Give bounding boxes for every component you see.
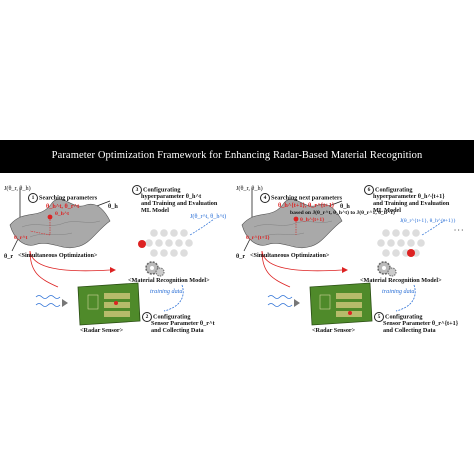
panel-graphics-right [241,188,447,326]
radar-wave [35,295,61,299]
step3-line4: ML Model [141,207,170,214]
step2-line3: and Collecting Data [151,327,204,334]
radar-sensor-label: <Radar Sensor> [312,327,356,334]
theta-h-point-label: θ_h^t [55,211,69,217]
radar-wave [267,303,293,307]
radar-wave [267,295,293,299]
step3-line3: and Training and Evaluation [141,200,218,207]
step3-text: Configurating [143,186,181,194]
flow-arrow [29,250,111,272]
current-point [47,214,53,220]
gear-icon [145,261,165,277]
training-data-label: training data [150,288,183,295]
training-data-arrow [395,284,416,312]
step6-text: Configurating [375,186,413,194]
diagram-title: Parameter Optimization Framework for Enh… [51,150,423,161]
panel-graphics-left [9,188,215,326]
step3-number: 3 [132,185,142,195]
step4-number: 4 [260,193,270,203]
step5-line3: and Collecting Data [383,327,436,334]
step6-line4: ML Model [373,207,402,214]
h-axis-label: θ_h [340,203,350,210]
r-axis-label: θ_r [236,253,246,260]
material-model-label: <Material Recognition Model> [128,277,210,284]
step4-basis: based on J(θ_r^t, θ_h^t) to J(θ_r^1, θ_h… [290,210,395,216]
arrowhead [110,267,116,273]
h-axis-label: θ_h [108,203,118,210]
training-data-arrow [163,284,184,312]
step6-line2: hyperparameter θ_h^{t+1} [373,193,445,200]
gear-icon [377,261,397,277]
step5-text: Configurating [385,313,423,321]
step3-line2: hyperparameter θ_h^t [141,193,202,200]
step1-params: θ_h^t, θ_r^t [46,203,80,210]
step5-line2: Sensor Parameter θ_r^{t+1} [383,320,459,327]
sim-opt-label: <Simultaneous Optimization> [250,252,330,259]
surface-contour [29,232,73,238]
step5-number: 5 [374,312,384,322]
title-banner: Parameter Optimization Framework for Enh… [0,140,474,173]
surface-contour [261,232,305,238]
eval-arrow [421,218,447,236]
ml-model-network [377,229,425,257]
j-axis-label: J(θ_r, θ_h) [4,185,31,192]
step4-text: Searching next parameters [271,194,343,202]
j-value: J(θ_r^t, θ_h^t) [190,213,227,220]
radar-wave [35,303,61,307]
arrowhead [342,267,348,273]
material-model-label: <Material Recognition Model> [360,277,442,284]
step4-params: θ_h^{t+1}, θ_r^{t+1} [278,202,335,209]
theta-r-point-label: θ_r^{t+1} [246,235,270,241]
step2-number: 2 [142,312,152,322]
step2-line2: Sensor Parameter θ_r^t [151,320,215,327]
next-point [293,216,299,222]
training-data-label: training data [382,288,415,295]
point-dash [29,230,51,236]
radar-pcb [309,282,373,326]
surface-contour [21,220,101,228]
radar-cone [62,299,68,307]
theta-r-point-label: θ_r^t [14,235,28,241]
step1-text: Searching parameters [39,194,98,202]
step1-number: 1 [28,193,38,203]
flow-arrow [261,250,291,288]
radar-pcb [77,282,141,326]
flow-arrow [261,250,343,272]
step6-line3: and Training and Evaluation [373,200,450,207]
ml-model-network [138,229,193,257]
flow-arrow [29,250,59,288]
j-axis-label: J(θ_r, θ_h) [236,185,263,192]
sim-opt-label: <Simultaneous Optimization> [18,252,98,259]
step6-number: 6 [364,185,374,195]
theta-h-point-label: θ_h^{t+1} [300,217,325,223]
ellipsis: · · · [454,227,464,234]
eval-arrow [189,218,215,236]
j-value: J(θ_r^{t+1}, θ_h^{t+1}) [400,218,456,224]
radar-sensor-label: <Radar Sensor> [80,327,124,334]
radar-cone [294,299,300,307]
r-axis-label: θ_r [4,253,14,260]
step2-text: Configurating [153,313,191,321]
